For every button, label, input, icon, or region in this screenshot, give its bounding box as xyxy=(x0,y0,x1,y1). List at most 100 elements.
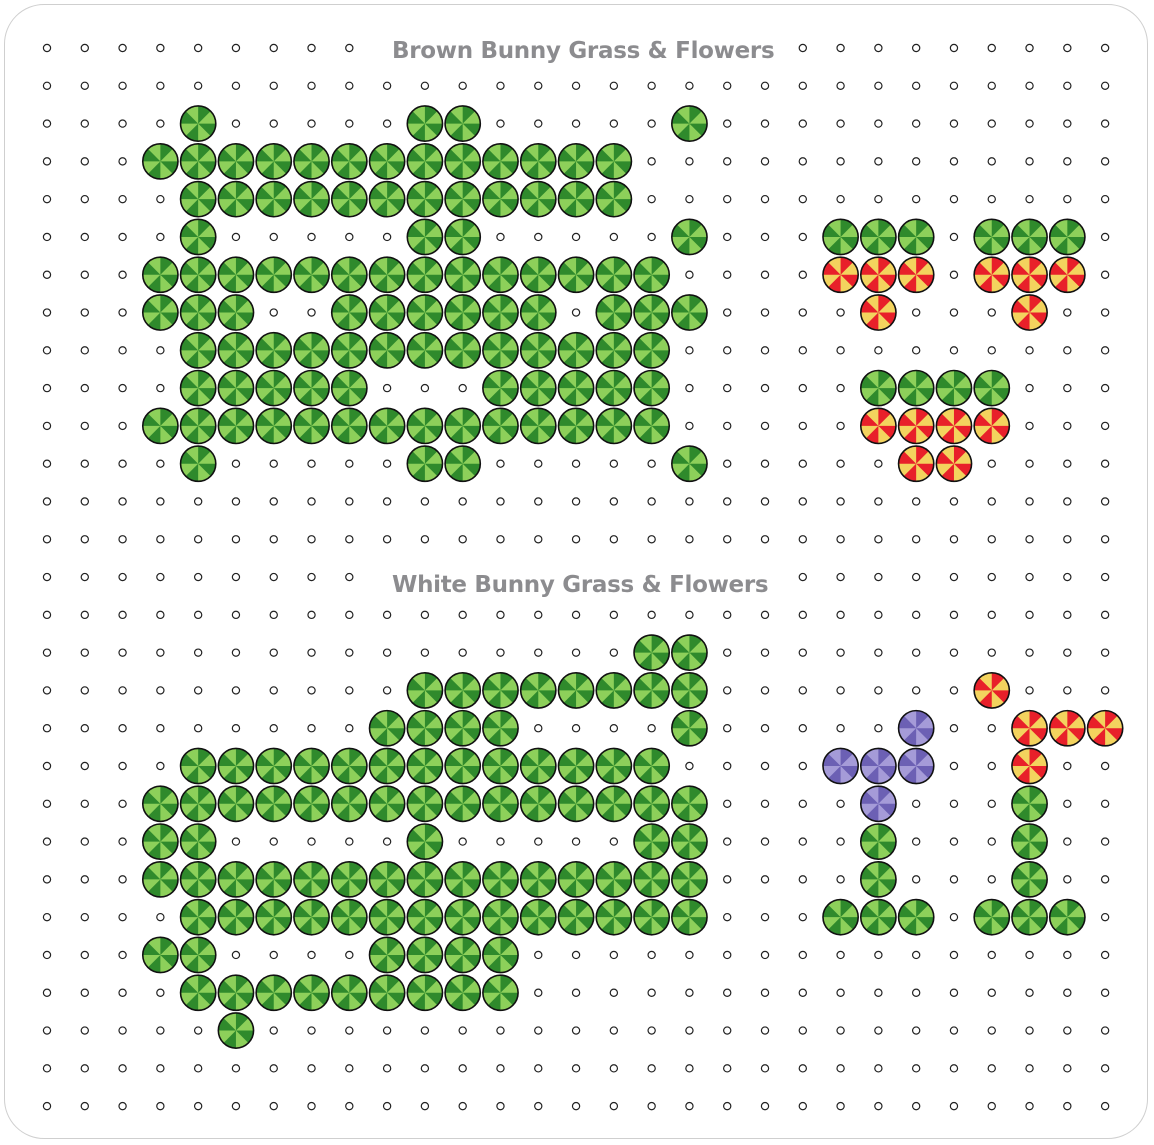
peg xyxy=(988,158,995,165)
peg xyxy=(81,951,88,958)
peg xyxy=(421,82,428,89)
peg xyxy=(119,385,126,392)
peg xyxy=(497,838,504,845)
green-bead xyxy=(558,900,593,935)
peg xyxy=(913,800,920,807)
red-yellow-bead xyxy=(974,673,1009,708)
green-bead xyxy=(634,748,669,783)
peg xyxy=(384,536,391,543)
green-bead xyxy=(672,824,707,859)
peg xyxy=(535,1027,542,1034)
peg xyxy=(950,687,957,694)
green-bead xyxy=(181,824,216,859)
peg xyxy=(346,44,353,51)
peg xyxy=(1026,1065,1033,1072)
green-bead xyxy=(256,333,291,368)
green-bead xyxy=(181,937,216,972)
peg xyxy=(497,649,504,656)
green-bead xyxy=(521,257,556,292)
green-bead xyxy=(899,371,934,406)
green-bead xyxy=(521,748,556,783)
green-bead xyxy=(445,937,480,972)
green-bead xyxy=(407,748,442,783)
peg xyxy=(308,498,315,505)
green-bead xyxy=(370,786,405,821)
peg xyxy=(648,611,655,618)
green-bead xyxy=(294,408,329,443)
peg xyxy=(913,309,920,316)
peg xyxy=(1064,120,1071,127)
green-bead xyxy=(370,748,405,783)
peg xyxy=(724,196,731,203)
peg xyxy=(648,1027,655,1034)
green-bead xyxy=(181,182,216,217)
peg xyxy=(384,120,391,127)
peg xyxy=(610,233,617,240)
green-bead xyxy=(445,446,480,481)
peg xyxy=(724,914,731,921)
peg xyxy=(572,233,579,240)
red-yellow-bead xyxy=(1012,748,1047,783)
peg xyxy=(308,1103,315,1110)
green-bead xyxy=(407,333,442,368)
peg xyxy=(1102,1027,1109,1034)
peg xyxy=(384,838,391,845)
peg xyxy=(610,725,617,732)
green-bead xyxy=(483,900,518,935)
green-bead xyxy=(445,295,480,330)
peg xyxy=(157,1103,164,1110)
peg xyxy=(384,82,391,89)
peg xyxy=(346,120,353,127)
green-bead xyxy=(483,371,518,406)
peg xyxy=(346,536,353,543)
peg xyxy=(724,536,731,543)
green-bead xyxy=(521,333,556,368)
peg xyxy=(270,460,277,467)
peg xyxy=(119,498,126,505)
peg xyxy=(799,1027,806,1034)
green-bead xyxy=(634,333,669,368)
peg xyxy=(1064,44,1071,51)
peg xyxy=(761,1065,768,1072)
peg xyxy=(761,687,768,694)
peg xyxy=(384,460,391,467)
peg xyxy=(535,1103,542,1110)
peg xyxy=(988,498,995,505)
peg xyxy=(459,1103,466,1110)
peg xyxy=(270,233,277,240)
peg xyxy=(1026,951,1033,958)
peg xyxy=(43,914,50,921)
green-bead xyxy=(558,862,593,897)
peg xyxy=(1064,762,1071,769)
peg xyxy=(1102,1065,1109,1072)
peg xyxy=(346,951,353,958)
peg xyxy=(497,120,504,127)
peg xyxy=(270,573,277,580)
peg xyxy=(195,687,202,694)
peg xyxy=(1102,120,1109,127)
red-yellow-bead xyxy=(1012,295,1047,330)
peg xyxy=(988,82,995,89)
peg xyxy=(799,385,806,392)
peg xyxy=(308,460,315,467)
peg xyxy=(799,309,806,316)
peg xyxy=(988,725,995,732)
peg xyxy=(232,838,239,845)
peg xyxy=(799,82,806,89)
peg xyxy=(308,1027,315,1034)
peg xyxy=(572,989,579,996)
peg xyxy=(988,347,995,354)
peg xyxy=(648,951,655,958)
peg xyxy=(761,611,768,618)
peg xyxy=(43,385,50,392)
green-bead xyxy=(218,371,253,406)
green-bead xyxy=(294,975,329,1010)
green-bead xyxy=(256,786,291,821)
peg xyxy=(157,82,164,89)
green-bead xyxy=(672,219,707,254)
peg xyxy=(195,649,202,656)
peg xyxy=(837,158,844,165)
green-bead xyxy=(1050,219,1085,254)
green-bead xyxy=(332,786,367,821)
peg xyxy=(1064,309,1071,316)
